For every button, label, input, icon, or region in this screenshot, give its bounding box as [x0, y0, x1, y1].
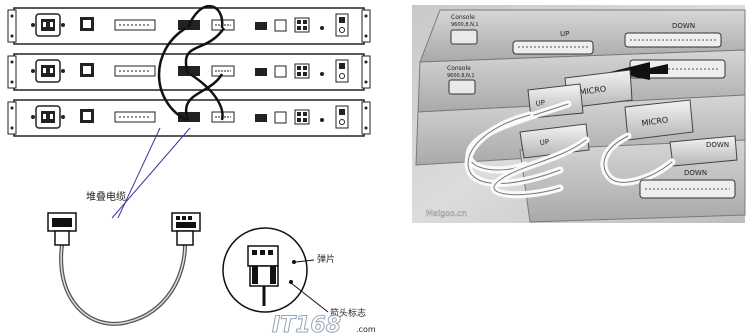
svg-text:MICRO: MICRO: [641, 115, 669, 128]
cable-plug-5: [669, 135, 738, 167]
rj45-port-icon: [274, 19, 287, 32]
rj45-port-icon: [274, 65, 287, 78]
svg-text:.com: .com: [356, 325, 376, 334]
spring-clip-label: 弹片: [317, 253, 335, 265]
stack-cable-illustration: [47, 212, 201, 326]
svg-text:DOWN: DOWN: [684, 169, 707, 177]
top-unit-ports: UP DOWN: [512, 22, 722, 55]
stack-cables: [157, 5, 226, 122]
switch-stack: [7, 7, 371, 137]
stack-photo: Console 9600,8,N,1 Console 9600,8,N,1 UP…: [412, 5, 746, 223]
svg-text:DOWN: DOWN: [672, 22, 695, 30]
svg-text:UP: UP: [539, 138, 549, 147]
console-port-icon: [255, 22, 267, 30]
console-port-icon: [255, 68, 267, 76]
stack-cable-plugs: MICRO UP MICRO UP: [519, 69, 738, 167]
stack-cable-4: [157, 26, 187, 122]
stack-cable-2: [184, 27, 226, 75]
svg-text:UP: UP: [535, 99, 545, 108]
cable-plug-3: MICRO: [624, 99, 694, 141]
console-ports: Console 9600,8,N,1 Console 9600,8,N,1: [447, 14, 479, 95]
stack-cable-label: 堆叠电缆: [86, 190, 126, 203]
svg-text:UP: UP: [560, 30, 569, 38]
photo-cable-loops: [464, 100, 676, 199]
stack-cable-5: [189, 72, 224, 121]
switch-unit-3: [7, 99, 371, 137]
it168-watermark: IT168 .com: [272, 313, 376, 336]
svg-text:9600,8,N,1: 9600,8,N,1: [447, 73, 475, 79]
svg-text:Console: Console: [447, 65, 471, 72]
svg-text:9600,8,N,1: 9600,8,N,1: [451, 22, 479, 28]
svg-text:Maigoo.cn: Maigoo.cn: [426, 209, 467, 218]
cable-connector-left: [47, 212, 77, 246]
switch-unit-2: [7, 53, 371, 91]
stack-cable-1: [186, 5, 224, 29]
down-port-arrow: [610, 59, 726, 80]
console-port-icon: [255, 114, 267, 122]
svg-text:IT168: IT168: [272, 313, 341, 336]
cable-connector-right: [171, 212, 201, 246]
svg-text:MICRO: MICRO: [579, 84, 607, 97]
connector-detail-magnifier: [222, 227, 308, 313]
bottom-unit-port: DOWN DOWN: [639, 141, 736, 199]
maigoo-watermark: Maigoo.cn: [426, 209, 467, 218]
svg-text:Console: Console: [451, 14, 475, 21]
switch-unit-1: [7, 7, 371, 45]
rj45-port-icon: [274, 111, 287, 124]
stack-port-up-icon: [178, 112, 200, 122]
connector-mark-label: 箭头标志: [330, 307, 366, 319]
svg-text:DOWN: DOWN: [706, 141, 729, 149]
stack-port-up-icon: [178, 66, 200, 76]
stack-cable-3: [184, 73, 224, 121]
